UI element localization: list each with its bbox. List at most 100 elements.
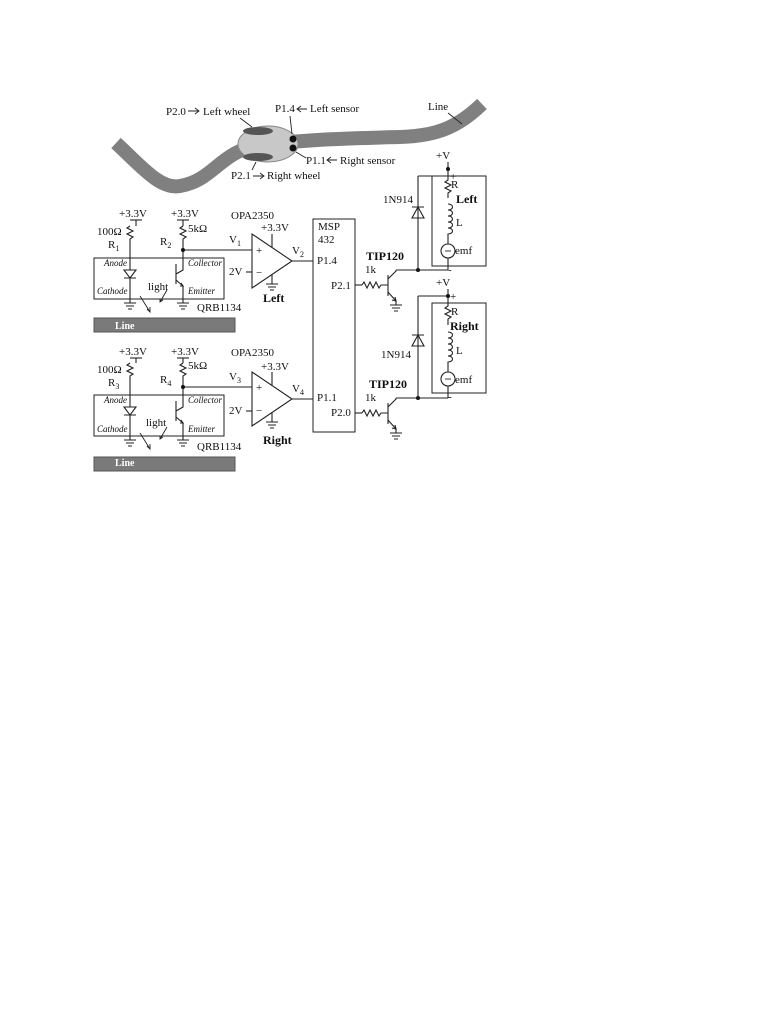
left-wheel-icon <box>243 127 273 135</box>
led-icon <box>122 258 138 300</box>
base-resistor-icon <box>361 408 388 418</box>
left-sensor-label: Left sensor <box>310 103 360 115</box>
supply-label: +3.3V <box>119 208 147 220</box>
base-resistor-label: 1k <box>365 264 377 276</box>
motor-r-label: R <box>451 179 459 191</box>
mcu-name: MSP <box>318 221 340 233</box>
opamp-part-label: OPA2350 <box>231 347 274 359</box>
ref-voltage-label: 2V <box>229 266 243 278</box>
right-motor-driver: 1k TIP120 1N914 +V + R Right L emf - <box>355 277 487 440</box>
pin-p20: P2.0 <box>331 407 351 419</box>
minus-sign: − <box>256 405 262 417</box>
ground-icon <box>390 432 402 440</box>
pin-p11: P1.1 <box>317 392 337 404</box>
sensor-part-label: QRB1134 <box>197 441 242 453</box>
r4-name: R4 <box>160 374 171 388</box>
opamp-triangle-icon <box>251 370 293 428</box>
right-sensor-icon <box>289 144 297 152</box>
left-channel-label: Left <box>263 291 284 305</box>
right-wheel-icon <box>243 153 273 161</box>
motor-resistance-icon <box>443 303 453 325</box>
diode-label: 1N914 <box>383 194 413 206</box>
qrb1134-sensor-box <box>93 394 225 437</box>
cathode-label: Cathode <box>97 286 128 296</box>
right-channel-label: Right <box>263 433 292 447</box>
right-sensor-label: Right sensor <box>340 155 396 167</box>
line-bar-label: Line <box>115 321 135 332</box>
r4-value: 5kΩ <box>188 360 207 372</box>
minus-sign: - <box>448 391 452 403</box>
motor-emf-label: emf <box>455 374 472 386</box>
emitter-label: Emitter <box>187 424 215 434</box>
1n914-diode-icon <box>411 333 425 347</box>
supply-label: +V <box>436 150 450 162</box>
mcu-model: 432 <box>318 234 335 246</box>
minus-sign: − <box>256 267 262 279</box>
ground-icon <box>266 421 278 429</box>
anode-label: Anode <box>103 258 127 268</box>
p21-label: P2.1 <box>231 170 251 182</box>
p11-label: P1.1 <box>306 155 326 167</box>
plus-sign: + <box>256 382 262 394</box>
ground-icon <box>124 302 136 310</box>
v1-label: V1 <box>229 234 241 248</box>
r1-resistor-icon <box>125 225 135 258</box>
opamp-supply-label: +3.3V <box>261 222 289 234</box>
p20-label: P2.0 <box>166 106 186 118</box>
opamp-triangle-icon <box>251 232 293 290</box>
r4-resistor-icon <box>178 362 188 387</box>
opamp-supply-label: +3.3V <box>261 361 289 373</box>
1n914-diode-icon <box>411 205 425 219</box>
motor-r-label: R <box>451 306 459 318</box>
motor-l-label: L <box>456 217 463 229</box>
v2-label: V2 <box>292 245 304 259</box>
sensor-part-label: QRB1134 <box>197 302 242 314</box>
r3-resistor-icon <box>125 362 135 395</box>
supply-label: +V <box>436 277 450 289</box>
r1-name: R1 <box>108 239 119 253</box>
track-illustration: Line P2.0 Left wheel P1.4 Left sensor P1… <box>111 98 487 194</box>
supply-label: +3.3V <box>119 346 147 358</box>
light-label: light <box>146 417 166 429</box>
diode-label: 1N914 <box>381 349 411 361</box>
r3-name: R3 <box>108 377 119 391</box>
tip120-transistor-icon <box>387 398 397 433</box>
right-wheel-label: Right wheel <box>267 170 320 182</box>
mcu-box <box>312 218 356 433</box>
anode-label: Anode <box>103 395 127 405</box>
robot-body <box>237 125 299 163</box>
collector-label: Collector <box>188 258 222 268</box>
supply-label: +3.3V <box>171 346 199 358</box>
transistor-label: TIP120 <box>369 377 407 391</box>
base-resistor-label: 1k <box>365 392 377 404</box>
motor-resistance-icon <box>443 176 453 198</box>
pin-p14: P1.4 <box>317 255 337 267</box>
emitter-label: Emitter <box>187 286 215 296</box>
motor-l-label: L <box>456 345 463 357</box>
ground-icon <box>177 439 189 447</box>
collector-label: Collector <box>188 395 222 405</box>
plus-sign: + <box>256 245 262 257</box>
left-sensor-icon <box>289 135 297 143</box>
transistor-label: TIP120 <box>366 249 404 263</box>
minus-sign: - <box>448 264 452 276</box>
plus-sign: + <box>450 171 456 183</box>
track-line-label: Line <box>428 101 448 113</box>
line-bar <box>93 317 236 333</box>
r3-value: 100Ω <box>97 364 122 376</box>
light-label: light <box>148 281 168 293</box>
msp432-microcontroller: MSP 432 P1.4 P2.1 P1.1 P2.0 <box>312 218 356 433</box>
line-bar <box>93 456 236 472</box>
ground-icon <box>266 283 278 291</box>
r2-name: R2 <box>160 236 171 250</box>
r1-value: 100Ω <box>97 226 122 238</box>
left-motor-driver: 1k TIP120 1N914 +V + R Left L emf - <box>355 150 487 312</box>
tip120-transistor-icon <box>387 270 397 305</box>
p14-label: P1.4 <box>275 103 295 115</box>
r2-resistor-icon <box>178 225 188 250</box>
plus-sign: + <box>450 291 456 303</box>
qrb1134-sensor-box <box>93 257 225 300</box>
left-sensor-circuit: +3.3V +3.3V 100Ω R1 5kΩ R2 Anode Cathode… <box>93 208 313 333</box>
v4-label: V4 <box>292 383 304 397</box>
opamp-part-label: OPA2350 <box>231 210 274 222</box>
